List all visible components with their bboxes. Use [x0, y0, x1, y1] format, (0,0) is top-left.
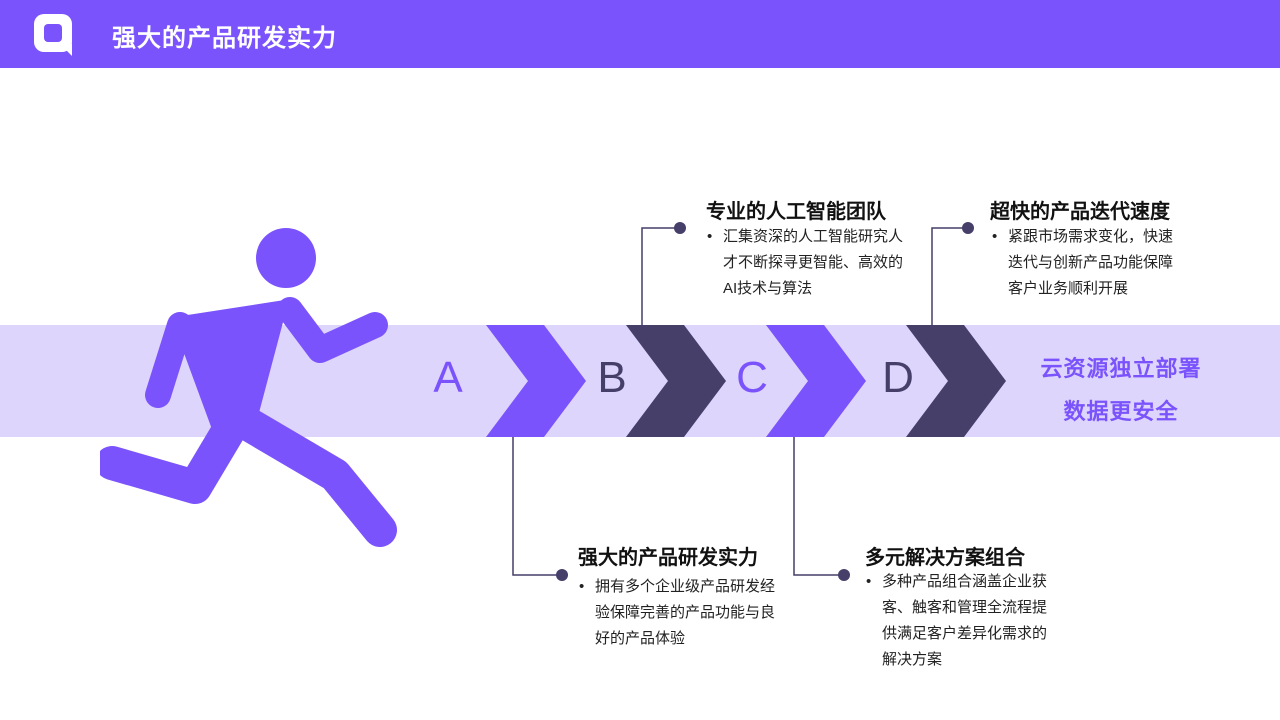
card-line: 客户业务顺利开展 — [1008, 280, 1129, 297]
step-letter-b: B — [597, 353, 627, 402]
step-letter-d: D — [882, 353, 914, 402]
tagline-line-2: 数据更安全 — [1063, 399, 1179, 424]
card-title-iteration: 超快的产品迭代速度 — [990, 201, 1170, 223]
card-body-solutions: • 多种产品组合涵盖企业获 客、触客和管理全流程提 供满足客户差异化需求的 解决… — [866, 569, 1048, 673]
logo-q-icon — [34, 14, 72, 56]
page-title: 强大的产品研发实力 — [112, 25, 337, 52]
running-person-icon — [100, 228, 397, 547]
bullet-icon: • — [579, 578, 585, 595]
bullet-icon: • — [707, 228, 713, 245]
card-line: AI技术与算法 — [723, 280, 813, 297]
chevron-2 — [626, 325, 726, 437]
connector-dot-1 — [674, 222, 686, 234]
connector-dot-4 — [838, 569, 850, 581]
connector-line-1 — [641, 227, 680, 325]
chevron-3 — [766, 325, 866, 437]
card-line: 验保障完善的产品功能与良 — [595, 604, 776, 621]
card-line: 好的产品体验 — [595, 630, 686, 647]
connector-dot-2 — [962, 222, 974, 234]
card-line: 才不断探寻更智能、高效的 — [723, 254, 904, 271]
bullet-icon: • — [866, 573, 872, 590]
card-line: 迭代与创新产品功能保障 — [1008, 254, 1174, 271]
chevron-1 — [486, 325, 586, 437]
card-line: 拥有多个企业级产品研发经 — [595, 578, 776, 595]
connector-line-3 — [512, 437, 562, 576]
step-letter-c: C — [736, 353, 768, 402]
card-line: 客、触客和管理全流程提 — [882, 599, 1048, 616]
card-body-ai-team: • 汇集资深的人工智能研究人 才不断探寻更智能、高效的 AI技术与算法 — [707, 224, 904, 302]
header-bar: 强大的产品研发实力 — [0, 0, 1280, 68]
card-body-iteration: • 紧跟市场需求变化，快速 迭代与创新产品功能保障 客户业务顺利开展 — [992, 224, 1174, 302]
card-line: 紧跟市场需求变化，快速 — [1008, 228, 1174, 245]
chevron-4 — [906, 325, 1006, 437]
connector-dot-3 — [556, 569, 568, 581]
connector-line-4 — [793, 437, 844, 576]
connector-line-2 — [931, 227, 968, 325]
card-line: 供满足客户差异化需求的 — [882, 625, 1048, 642]
card-title-rd-strength: 强大的产品研发实力 — [578, 547, 758, 569]
bullet-icon: • — [992, 228, 998, 245]
card-title-solutions: 多元解决方案组合 — [865, 547, 1025, 569]
card-line: 汇集资深的人工智能研究人 — [723, 228, 904, 245]
card-body-rd-strength: • 拥有多个企业级产品研发经 验保障完善的产品功能与良 好的产品体验 — [579, 574, 776, 652]
tagline-line-1: 云资源独立部署 — [1040, 356, 1202, 381]
step-letter-a: A — [433, 353, 463, 402]
card-line: 解决方案 — [882, 651, 943, 668]
card-title-ai-team: 专业的人工智能团队 — [706, 201, 886, 223]
card-line: 多种产品组合涵盖企业获 — [882, 573, 1048, 590]
